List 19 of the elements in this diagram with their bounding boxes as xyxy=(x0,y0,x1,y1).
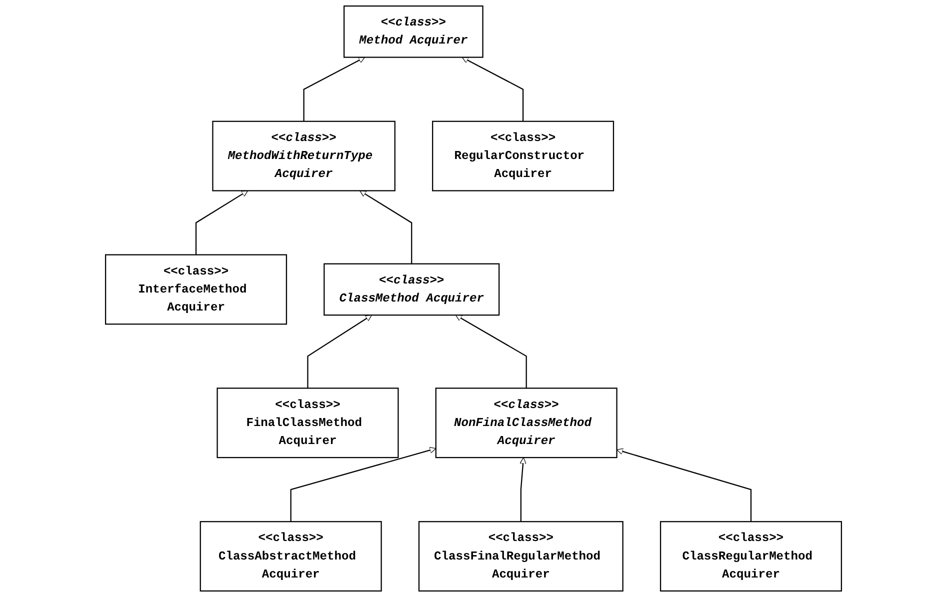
node-box: <<class>> MethodWithReturnType Acquirer xyxy=(212,120,396,192)
arrow xyxy=(616,448,752,522)
arrow xyxy=(462,56,524,122)
arrow xyxy=(307,314,372,388)
node-box: <<class>> FinalClassMethod Acquirer xyxy=(216,388,399,458)
node-box: <<class>> Method Acquirer xyxy=(344,5,484,58)
node-box: <<class>> ClassMethod Acquirer xyxy=(324,263,500,316)
node-box: <<class>> NonFinalClassMethod Acquirer xyxy=(435,388,618,458)
arrow xyxy=(360,190,412,264)
arrow xyxy=(520,457,526,522)
node-box: <<class>> ClassFinalRegularMethod Acquirer xyxy=(418,521,624,592)
arrow xyxy=(290,446,436,522)
arrow xyxy=(195,190,248,255)
node-box: <<class>> ClassRegularMethod Acquirer xyxy=(660,521,842,592)
node-box: <<class>> InterfaceMethod Acquirer xyxy=(105,254,288,325)
arrow xyxy=(455,314,527,388)
node-box: <<class>> ClassAbstractMethod Acquirer xyxy=(200,521,382,592)
arrow xyxy=(303,56,365,122)
node-box: <<class>> RegularConstructor Acquirer xyxy=(432,120,614,192)
